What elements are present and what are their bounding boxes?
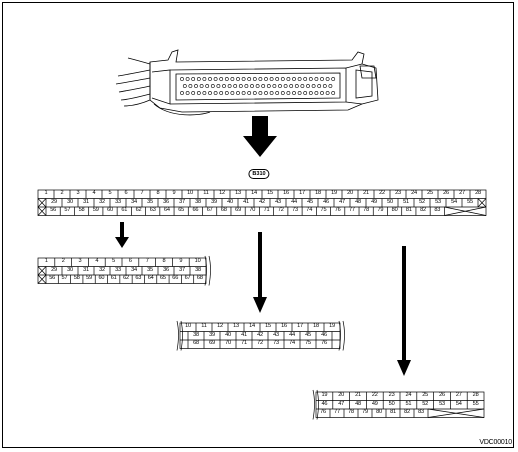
connector-housing-illustration (115, 49, 379, 116)
arrows (115, 116, 411, 376)
connector-id-label: B310 (248, 169, 270, 179)
arrow-down-middle (253, 232, 267, 313)
arrow-down-right (397, 246, 411, 376)
connector-pin-holes (180, 77, 336, 95)
figure-code: VDC00010 (479, 439, 512, 446)
arrow-down-left (115, 222, 129, 248)
diagram-frame (2, 2, 514, 448)
arrow-large-down (243, 116, 277, 157)
